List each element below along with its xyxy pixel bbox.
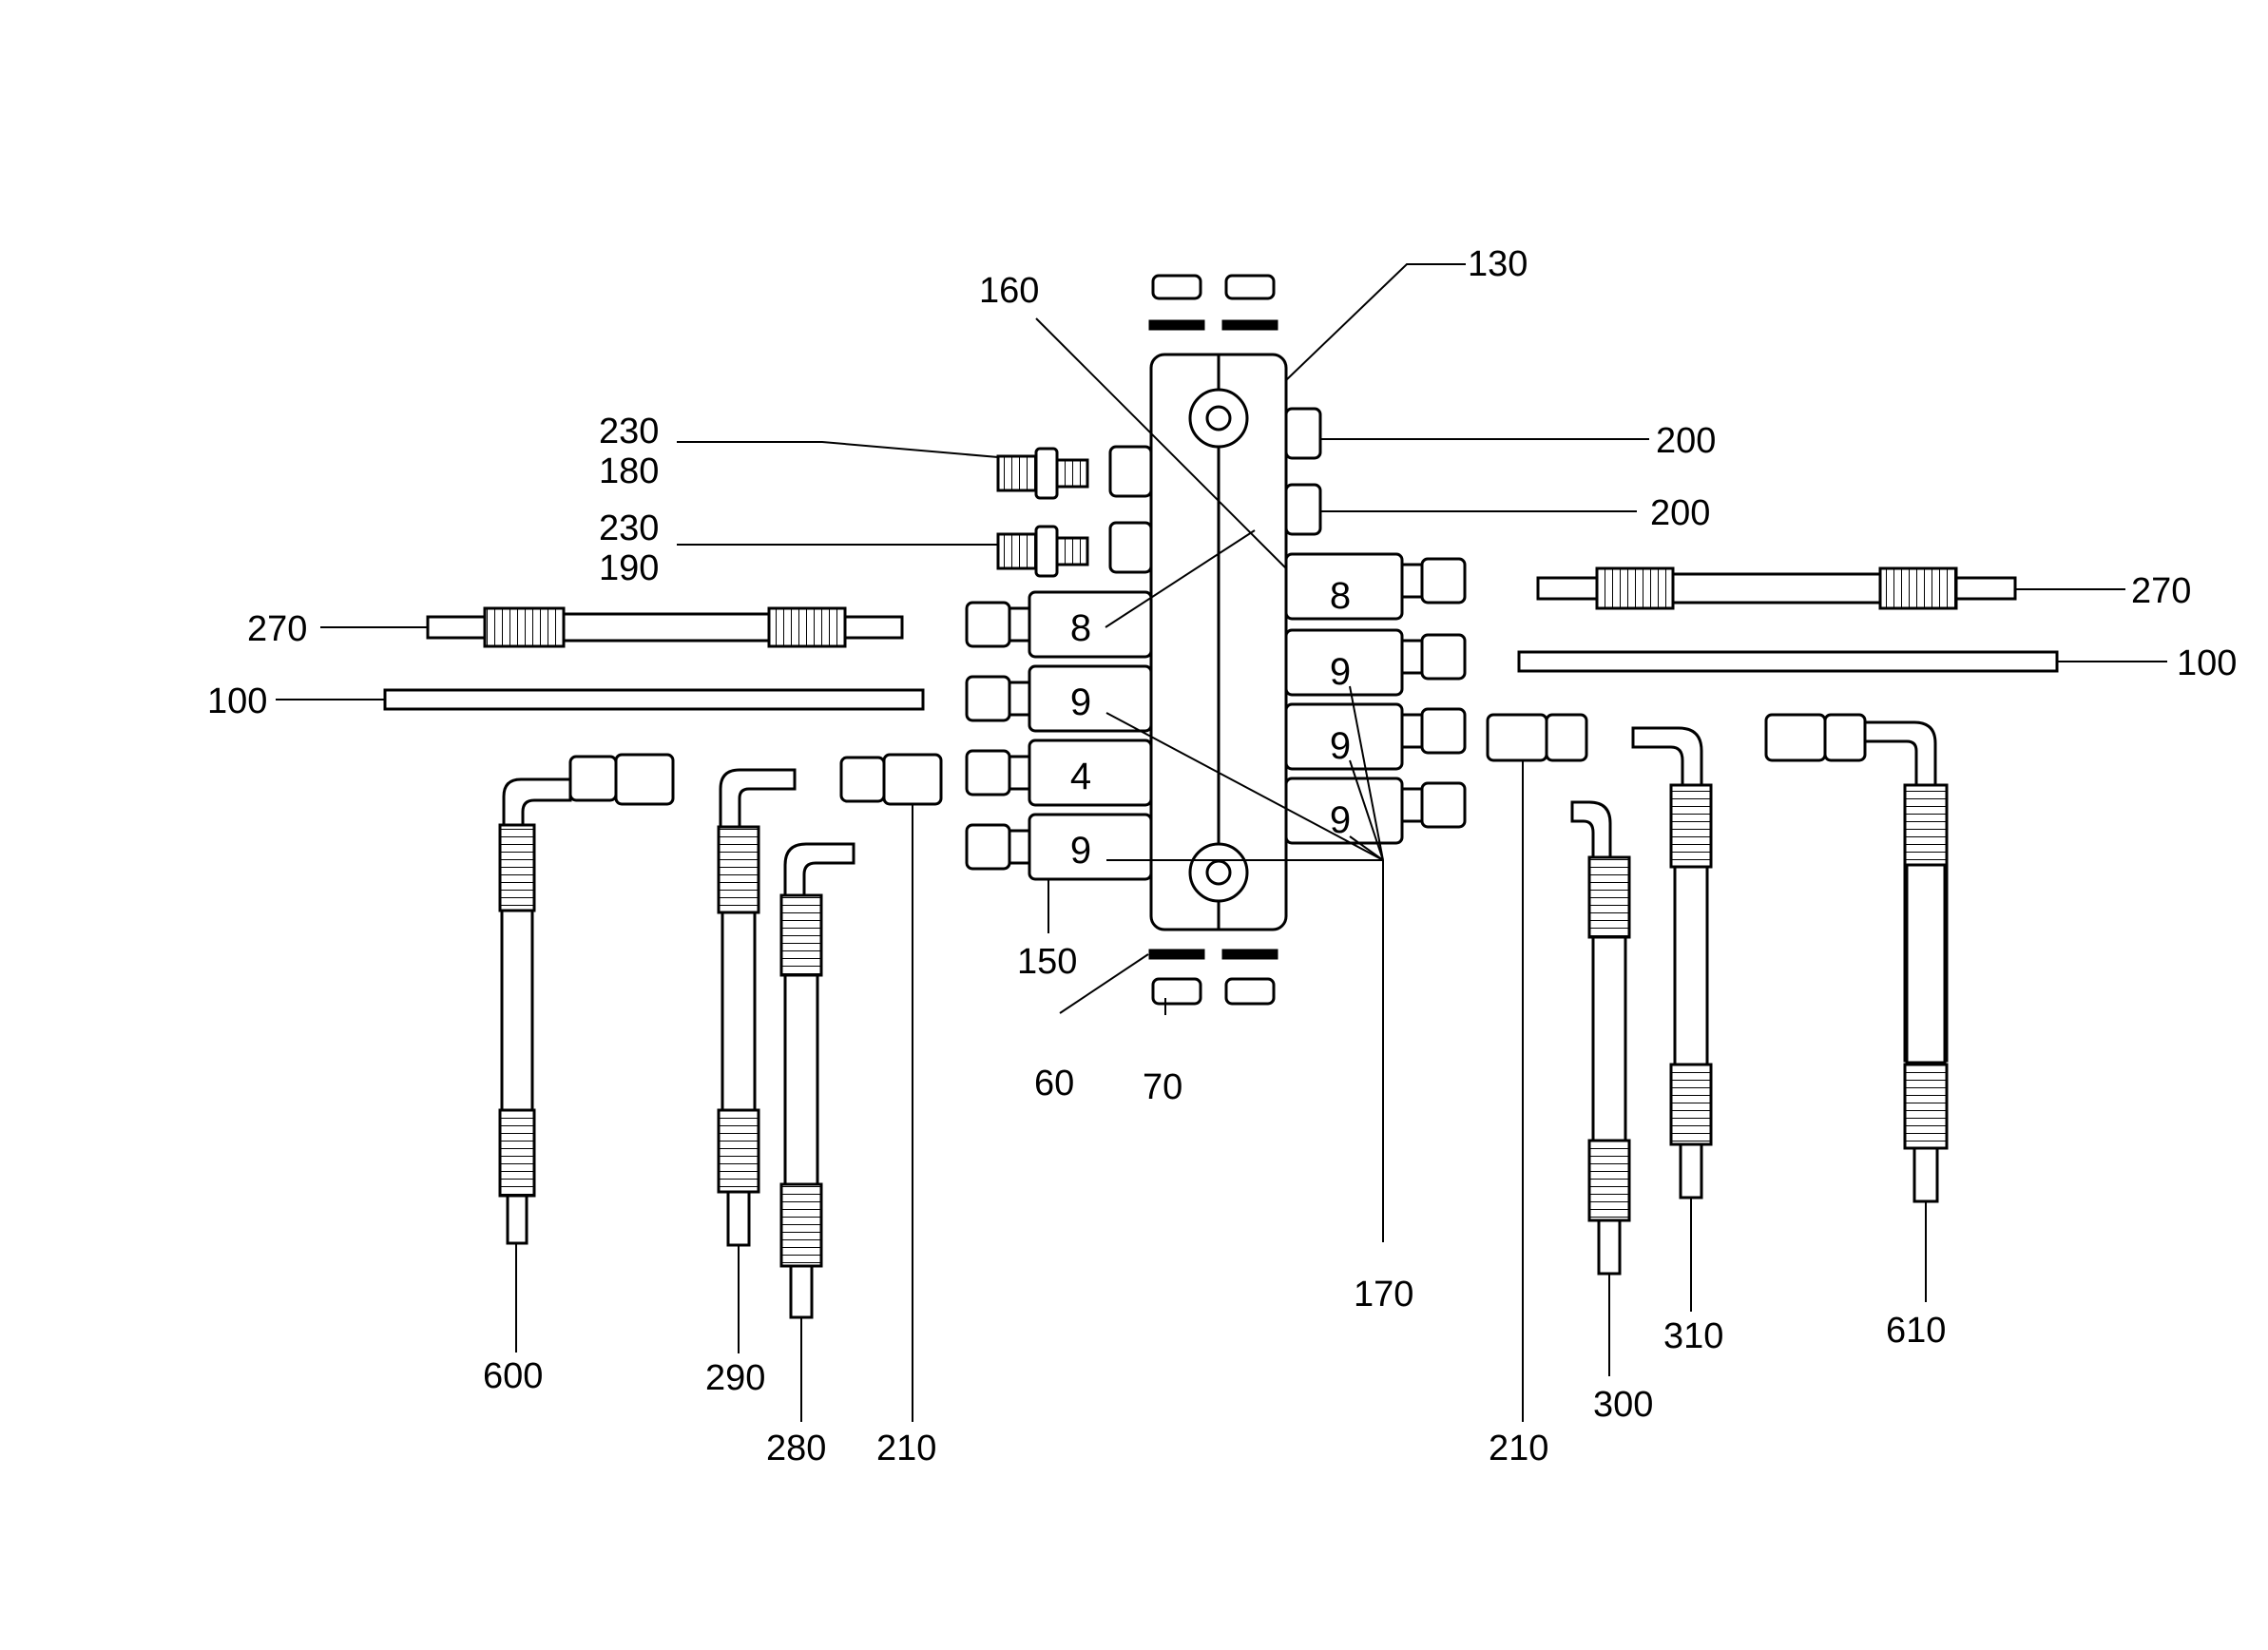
section-label-left-1: 8	[1070, 607, 1091, 649]
hose-270-left	[426, 606, 904, 648]
callout-310: 310	[1663, 1316, 1723, 1356]
coupling-210-right	[1486, 713, 1588, 762]
callout-170: 170	[1354, 1275, 1413, 1314]
callout-280: 280	[766, 1429, 826, 1468]
divider-block-body	[1149, 353, 1288, 931]
callout-210-left: 210	[876, 1429, 936, 1468]
hose-600	[498, 753, 675, 1245]
section-label-left-4: 9	[1070, 830, 1091, 872]
section-label-right-4: 9	[1330, 799, 1351, 841]
section-label-left-3: 4	[1070, 756, 1091, 797]
tube-100-left	[383, 688, 925, 711]
hose-310	[1631, 726, 1713, 1199]
callout-610: 610	[1886, 1311, 1946, 1351]
hose-270-right	[1536, 566, 2017, 610]
callout-230-lower: 230	[599, 508, 659, 548]
side-plug-lower	[1108, 521, 1153, 574]
adapter-fitting-190	[996, 525, 1089, 578]
hose-290	[717, 768, 797, 1247]
hose-610	[1764, 713, 1949, 1203]
left-metering-sections: 8 9 4 9	[965, 590, 1153, 881]
callout-190: 190	[599, 548, 659, 588]
bottom-plug-left	[1148, 949, 1205, 1006]
hose-300	[1570, 800, 1631, 1276]
callout-130: 130	[1468, 244, 1528, 284]
right-metering-sections: 8 9 9 9	[1284, 552, 1467, 845]
tube-100-right	[1517, 650, 2059, 673]
callout-100-left: 100	[207, 681, 267, 721]
leader-lines	[276, 263, 2167, 1422]
callout-100-right: 100	[2177, 643, 2237, 683]
callout-200-lower: 200	[1650, 493, 1710, 533]
callout-210-right: 210	[1489, 1429, 1548, 1468]
top-plug-right	[1221, 274, 1278, 331]
section-label-right-3: 9	[1330, 725, 1351, 767]
callout-70: 70	[1143, 1067, 1182, 1107]
callout-230-upper: 230	[599, 412, 659, 451]
callout-150: 150	[1017, 942, 1077, 982]
callout-160: 160	[979, 271, 1039, 311]
section-label-right-2: 9	[1330, 651, 1351, 693]
section-label-right-1: 8	[1330, 575, 1351, 617]
side-plug-upper	[1108, 445, 1153, 498]
callout-180: 180	[599, 451, 659, 491]
top-plug-left	[1148, 274, 1205, 331]
right-plug-200-lower	[1284, 483, 1322, 536]
right-plug-200-upper	[1284, 407, 1322, 460]
callouts: 130 160 200 200 230 180 230 190 270 270 …	[207, 244, 2237, 1468]
callout-270-left: 270	[247, 609, 307, 649]
callout-60: 60	[1034, 1064, 1074, 1103]
callout-300: 300	[1593, 1385, 1653, 1425]
bottom-plug-right	[1221, 949, 1278, 1006]
coupling-210-left	[839, 753, 943, 806]
callout-600: 600	[483, 1356, 543, 1396]
section-label-left-2: 9	[1070, 681, 1091, 723]
callout-290: 290	[705, 1358, 765, 1398]
hose-280	[779, 842, 855, 1319]
adapter-fitting-180	[996, 447, 1089, 500]
callout-200-upper: 200	[1656, 421, 1716, 461]
callout-270-right: 270	[2131, 571, 2191, 611]
